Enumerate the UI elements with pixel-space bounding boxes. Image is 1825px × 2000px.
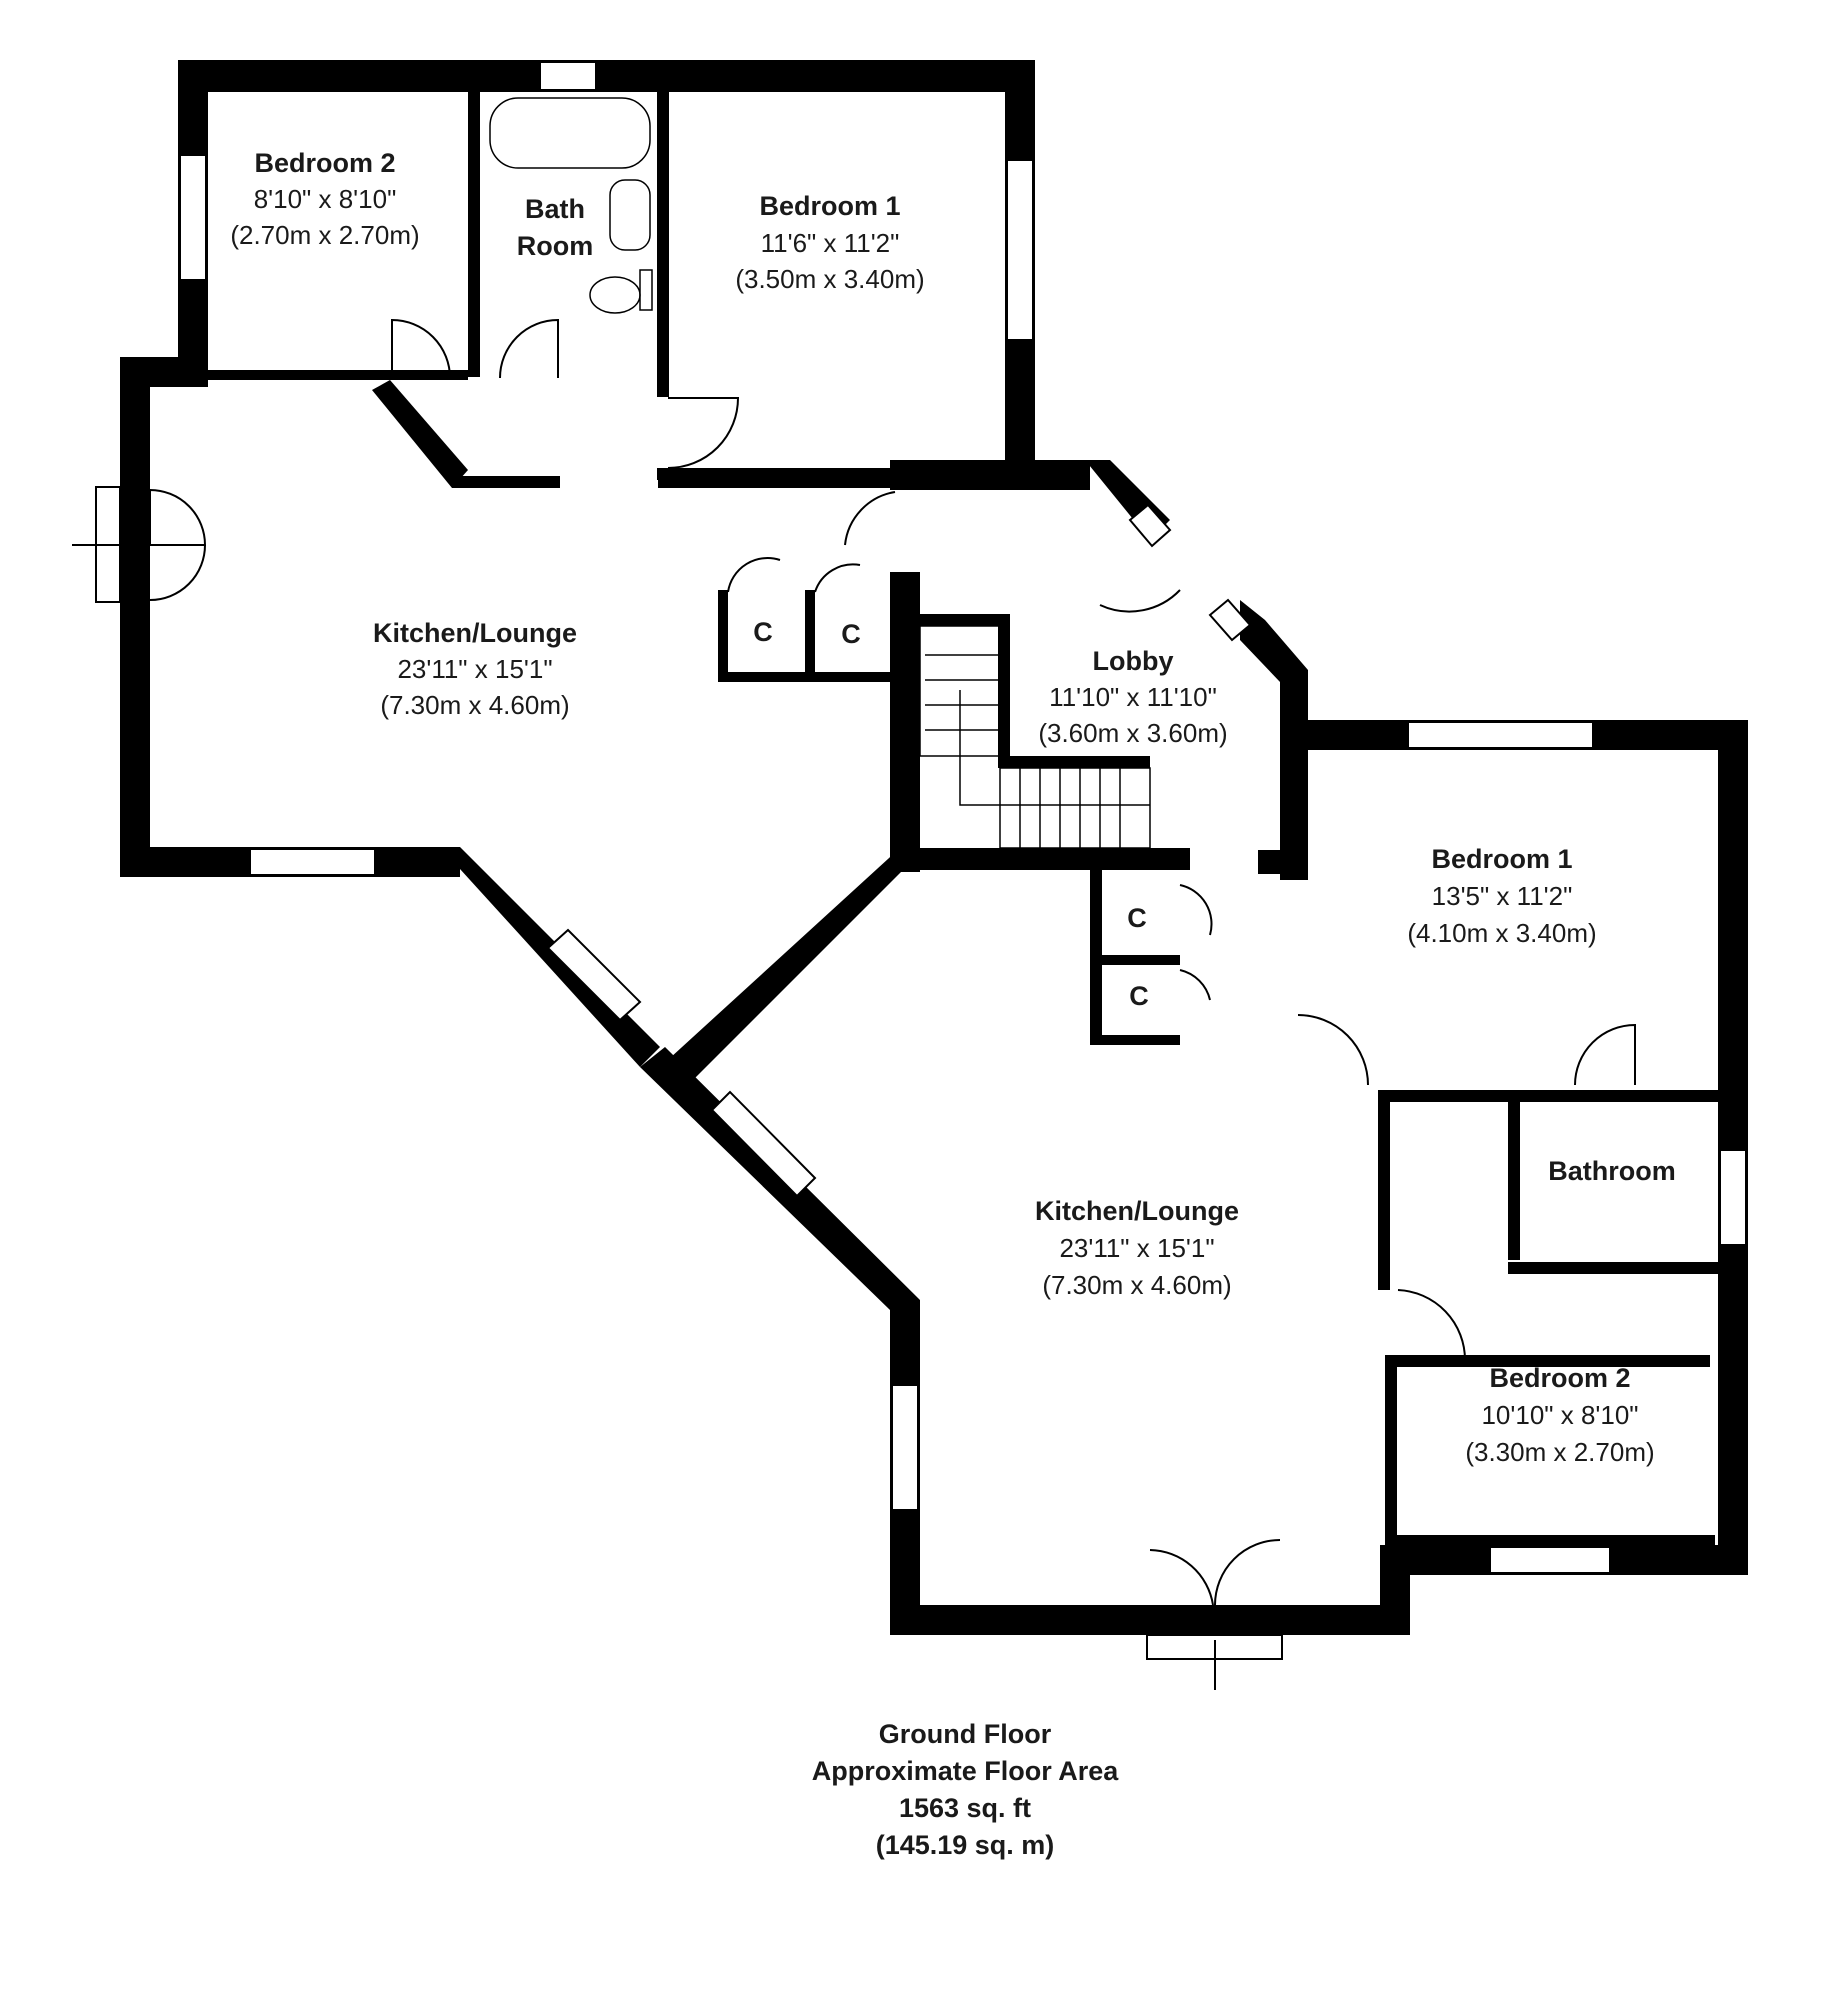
room-bedroom2-top: Bedroom 2 8'10" x 8'10" (2.70m x 2.70m) xyxy=(230,148,419,250)
room-dim-metric: (7.30m x 4.60m) xyxy=(380,690,569,720)
room-dim-metric: (3.30m x 2.70m) xyxy=(1465,1437,1654,1467)
room-kitchen-top: Kitchen/Lounge 23'11" x 15'1" (7.30m x 4… xyxy=(373,618,577,720)
room-name-line2: Room xyxy=(517,231,594,261)
room-dim-imperial: 11'6" x 11'2" xyxy=(761,228,900,258)
upper-cupboards xyxy=(718,590,893,682)
doors xyxy=(72,318,1636,1690)
room-name: Lobby xyxy=(1093,646,1174,676)
room-dim-imperial: 23'11" x 15'1" xyxy=(1059,1233,1214,1263)
room-kitchen-bottom: Kitchen/Lounge 23'11" x 15'1" (7.30m x 4… xyxy=(1035,1196,1239,1300)
room-name: Bedroom 2 xyxy=(1489,1363,1630,1393)
room-name: Bedroom 2 xyxy=(254,148,395,178)
room-name: Kitchen/Lounge xyxy=(373,618,577,648)
room-dim-metric: (4.10m x 3.40m) xyxy=(1407,918,1596,948)
room-dim-metric: (2.70m x 2.70m) xyxy=(230,220,419,250)
room-dim-imperial: 10'10" x 8'10" xyxy=(1481,1400,1638,1430)
lobby-diagonal-wall-right xyxy=(1240,600,1308,682)
caption-area-imperial: 1563 sq. ft xyxy=(899,1793,1031,1823)
cupboard-label: C xyxy=(1129,981,1149,1011)
room-name-line1: Bath xyxy=(525,194,585,224)
floor-area-caption: Ground Floor Approximate Floor Area 1563… xyxy=(812,1719,1120,1860)
room-bedroom1-right: Bedroom 1 13'5" x 11'2" (4.10m x 3.40m) xyxy=(1407,844,1596,948)
room-dim-imperial: 23'11" x 15'1" xyxy=(397,654,552,684)
room-dim-imperial: 11'10" x 11'10" xyxy=(1049,682,1217,712)
room-dim-metric: (3.50m x 3.40m) xyxy=(735,264,924,294)
room-dim-metric: (3.60m x 3.60m) xyxy=(1038,718,1227,748)
room-name: Bedroom 1 xyxy=(1431,844,1572,874)
cupboard-label: C xyxy=(753,617,773,647)
staircase xyxy=(919,625,1151,849)
caption-title: Approximate Floor Area xyxy=(812,1756,1120,1786)
room-bedroom1-top: Bedroom 1 11'6" x 11'2" (3.50m x 3.40m) xyxy=(735,191,924,294)
room-lobby: Lobby 11'10" x 11'10" (3.60m x 3.60m) xyxy=(1038,646,1227,748)
room-name: Bedroom 1 xyxy=(759,191,900,221)
cupboard-label: C xyxy=(1127,903,1147,933)
room-name: Kitchen/Lounge xyxy=(1035,1196,1239,1226)
upper-unit-walls xyxy=(120,60,1308,880)
lower-unit-walls xyxy=(890,720,1748,1635)
caption-area-metric: (145.19 sq. m) xyxy=(876,1830,1055,1860)
room-bathroom-top: Bath Room xyxy=(517,194,594,261)
room-name: Bathroom xyxy=(1548,1156,1676,1186)
diagonal-wall-upper xyxy=(440,847,660,1067)
cupboard-label: C xyxy=(841,619,861,649)
bathroom-fixtures xyxy=(489,97,653,314)
room-dim-imperial: 13'5" x 11'2" xyxy=(1432,881,1573,911)
windows xyxy=(179,61,1747,1574)
hall-angled-wall xyxy=(372,380,468,488)
diagonal-wall-lower xyxy=(640,1047,920,1335)
caption-floor: Ground Floor xyxy=(879,1719,1052,1749)
room-bedroom2-right: Bedroom 2 10'10" x 8'10" (3.30m x 2.70m) xyxy=(1465,1363,1654,1467)
room-dim-imperial: 8'10" x 8'10" xyxy=(254,184,397,214)
room-dim-metric: (7.30m x 4.60m) xyxy=(1042,1270,1231,1300)
corridor-diagonal-wall xyxy=(670,848,925,1078)
room-bathroom-right: Bathroom xyxy=(1548,1156,1676,1186)
